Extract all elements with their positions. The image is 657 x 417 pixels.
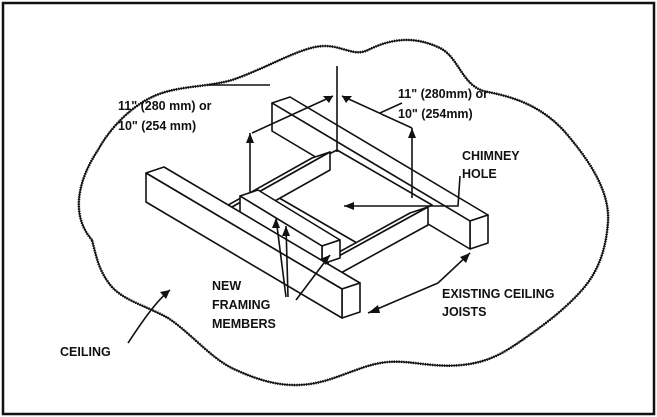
existing-joists-label-1: EXISTING CEILING [442,287,555,301]
framing-members [145,96,489,319]
new-framing-label-1: NEW [212,279,241,293]
dim-left-text-2: 10" (254 mm) [118,119,196,133]
trimmer-new [239,189,341,265]
dim-left-text-1: 11" (280 mm) or [118,99,212,113]
joist-front [145,166,361,319]
dim-right-text-2: 10" (254mm) [398,107,473,121]
ceiling-label: CEILING [60,345,111,359]
new-framing-label-2: FRAMING [212,298,270,312]
existing-joists-label-2: JOISTS [442,305,486,319]
new-framing-label-3: MEMBERS [212,317,276,331]
chimney-label-1: CHIMNEY [462,149,520,163]
dim-right-text-1: 11" (280mm) or [398,87,488,101]
chimney-label-2: HOLE [462,167,497,181]
ceiling-outline-inner [78,39,609,386]
arrowheads [160,96,470,313]
